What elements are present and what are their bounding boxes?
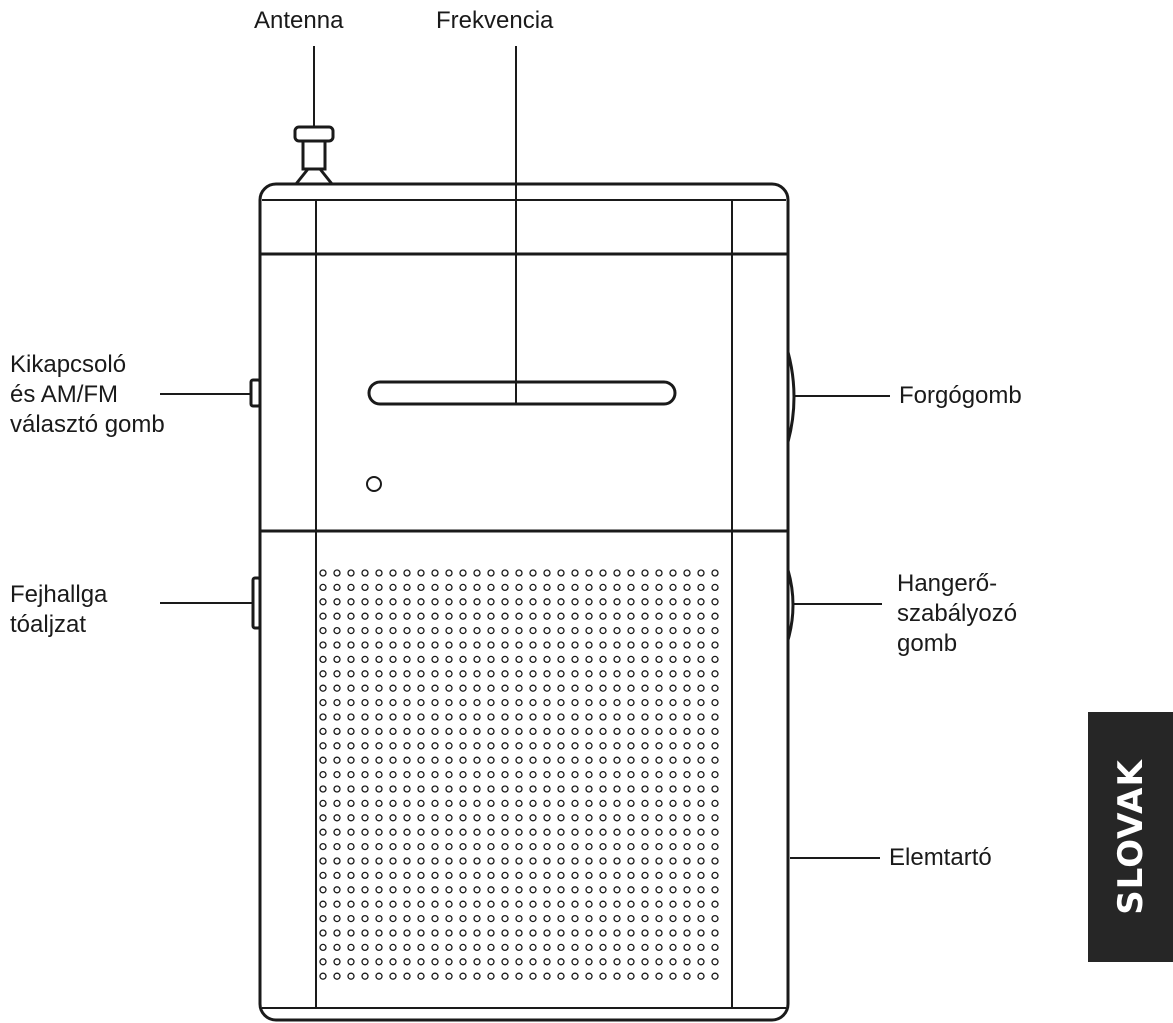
language-tab-label: SLOVAK xyxy=(1110,759,1151,915)
antenna-label: Antenna xyxy=(254,7,344,34)
volume-knob-part xyxy=(786,569,795,641)
volume-knob-label: Hangerő- szabályozó gomb xyxy=(897,570,1018,657)
speaker-grille xyxy=(319,569,719,980)
frequency-window xyxy=(367,380,677,406)
radio-body-outline xyxy=(258,182,790,1022)
tuning-knob-part xyxy=(786,351,796,443)
headphone-jack-label: Fejhallga tóaljzat xyxy=(10,581,108,638)
language-tab: SLOVAK xyxy=(1088,712,1173,962)
antenna-part xyxy=(293,125,335,185)
headphone-jack-part xyxy=(251,576,262,630)
power-switch-label: Kikapcsoló és AM/FM választó gomb xyxy=(10,351,165,438)
power-switch-part xyxy=(249,378,262,408)
battery-compartment-label: Elemtartó xyxy=(889,844,992,871)
indicator-light xyxy=(366,476,382,492)
tuning-knob-label: Forgógomb xyxy=(899,382,1022,409)
frequency-label: Frekvencia xyxy=(436,7,554,34)
